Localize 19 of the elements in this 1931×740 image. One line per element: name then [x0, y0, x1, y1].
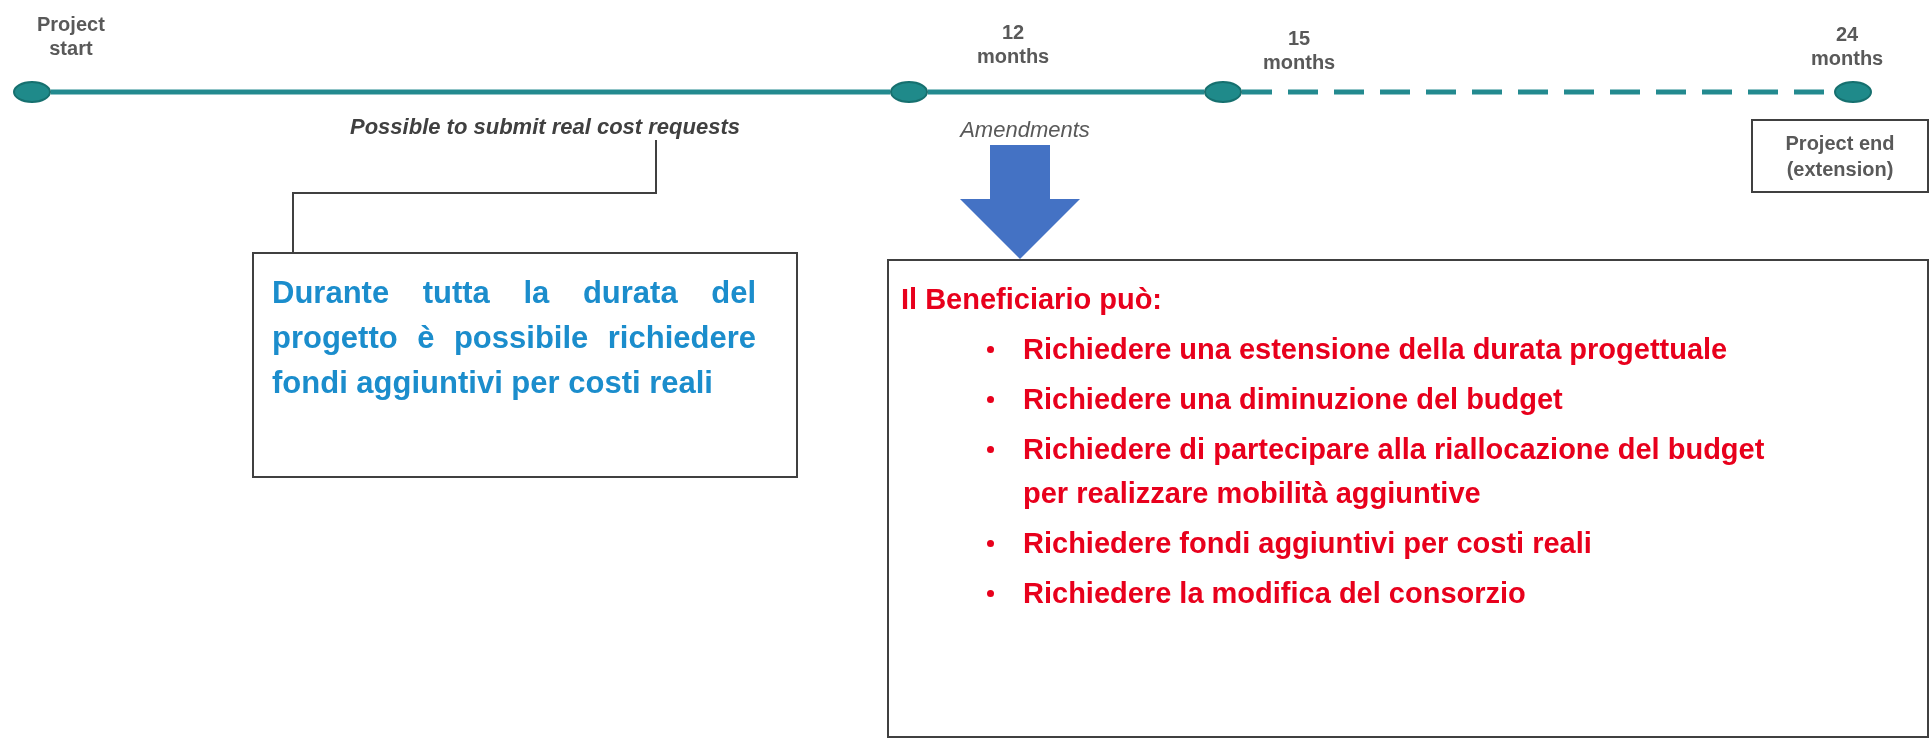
- bullet-item: Richiedere di partecipare alla riallocazione del budget per realizzare mobilità aggiuntive: [983, 427, 1797, 515]
- milestone-label: 15 months: [1263, 26, 1336, 74]
- panel-heading: Il Beneficiario può:: [901, 282, 1164, 317]
- block-arrow: [960, 145, 1080, 259]
- bullet-item: Richiedere fondi aggiuntivi per costi reali: [983, 521, 1797, 565]
- info-panel: [887, 259, 1929, 738]
- milestone-label: Project start: [37, 12, 105, 60]
- bullet-item: Richiedere una diminuzione del budget: [983, 377, 1797, 421]
- bullet-item: Richiedere la modifica del consorzio: [983, 571, 1797, 615]
- milestone-label: 12 months: [977, 20, 1050, 68]
- leader-line: [292, 139, 657, 253]
- text-box: Project end (extension): [1751, 119, 1929, 193]
- timeline-note: Amendments: [960, 117, 1090, 143]
- timeline-line: [928, 89, 1204, 95]
- timeline-note: Possible to submit real cost requests: [350, 114, 740, 140]
- text-box: Durante tutta la durata del progetto è possibile richiedere fondi aggiuntivi per costi reali: [252, 252, 798, 478]
- bullet-item: Richiedere una estensione della durata progettuale: [983, 327, 1797, 371]
- milestone-label: 24 months: [1811, 22, 1884, 70]
- timeline-line: [51, 89, 890, 95]
